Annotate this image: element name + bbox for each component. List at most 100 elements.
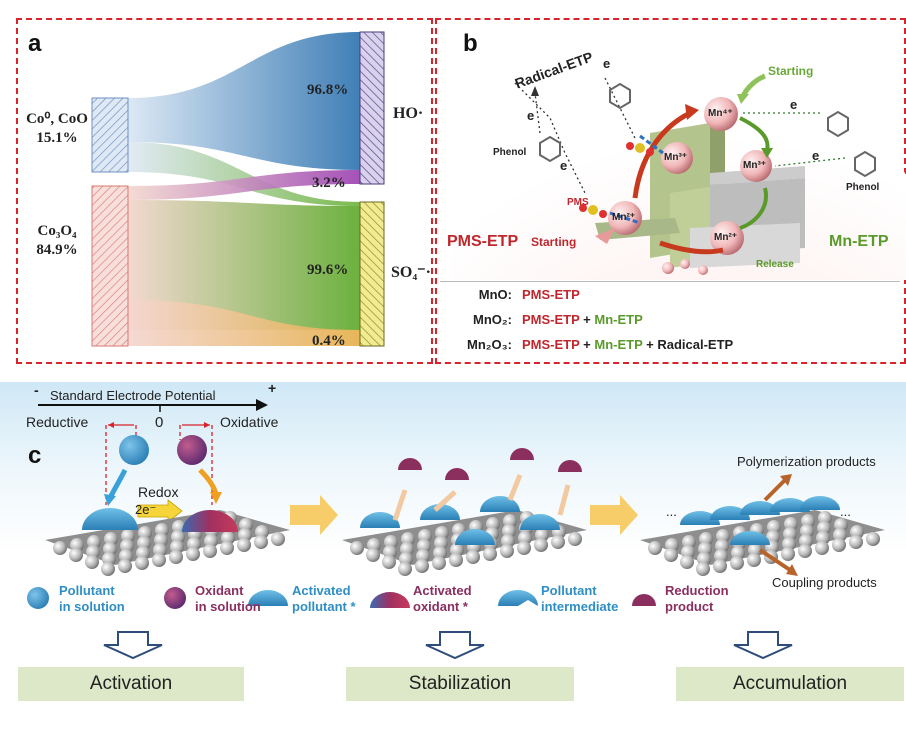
surface-atom	[648, 541, 662, 555]
surface-atom	[237, 538, 251, 552]
surface-atom	[713, 559, 727, 573]
etp-mno2-3: Mn-ETP	[594, 312, 643, 327]
label-pms: PMS	[567, 197, 589, 208]
etp-row-mno2: MnO₂: PMS-ETP + Mn-ETP	[440, 312, 880, 332]
label-e-4: e	[790, 97, 798, 112]
surface-atom	[517, 541, 531, 555]
label-co-coo-pct: 15.1%	[36, 130, 78, 146]
legend-icon-reduction	[632, 594, 656, 606]
label-release: Release	[756, 259, 794, 270]
legend-pollutant-l2: in solution	[59, 599, 125, 614]
panel-a-frame	[16, 18, 433, 364]
surface-atom	[271, 532, 285, 546]
axis-title: Standard Electrode Potential	[50, 388, 216, 403]
legend-oxidant-l1: Oxidant	[195, 583, 244, 598]
legend-icon-activated-oxidant	[370, 592, 410, 608]
etp-mn2o3-2: +	[579, 337, 595, 352]
surface-atom	[568, 532, 582, 546]
surface-atom	[466, 550, 480, 564]
surface-atom	[203, 544, 217, 558]
label-e-2: e	[603, 56, 611, 71]
label-so4: SO₄⁻·	[391, 264, 431, 281]
axis-zero: 0	[155, 414, 164, 431]
label-polymerization: Polymerization products	[737, 454, 876, 469]
panel-a-letter: a	[28, 30, 42, 57]
surface-atom	[366, 548, 380, 562]
surface-atom	[152, 553, 166, 567]
flow-co3o4-to-so4	[128, 200, 360, 330]
legend-icon-oxidant	[164, 587, 186, 609]
mn4-ion	[704, 97, 738, 131]
label-mn-etp: Mn-ETP	[829, 233, 889, 250]
legend-activated-pollutant-l2: pollutant *	[292, 599, 356, 614]
label-redox: Redox	[138, 484, 179, 500]
etp-mno2-2: +	[579, 312, 595, 327]
node-so4	[359, 201, 385, 347]
surface-atom	[696, 562, 710, 576]
flow-co3o4-to-ho	[128, 170, 360, 200]
down-arrow-2	[425, 631, 485, 660]
surface-atom	[53, 541, 67, 555]
label-co3o4-name: Co₃O₄	[37, 223, 77, 239]
pollutant-solution-ball	[119, 435, 149, 465]
surface-atom	[398, 562, 412, 576]
flow-pct-1: 96.8%	[307, 82, 349, 98]
legend-activated-oxidant-l2: oxidant *	[413, 599, 468, 614]
etp-mn2o3-1: PMS-ETP	[522, 337, 580, 352]
legend-intermediate-l1: Pollutant	[541, 583, 597, 598]
flow-pct-4: 0.4%	[312, 333, 346, 349]
activated-oxidant-1	[182, 510, 238, 532]
label-starting-top: Starting	[768, 64, 814, 78]
potential-axis	[27, 399, 885, 660]
oxidant-solution-ball	[177, 435, 207, 465]
label-pms-etp: PMS-ETP	[447, 233, 519, 250]
label-e-1: e	[527, 108, 535, 123]
legend-reduction-l2: product	[665, 599, 714, 614]
surface-atom	[832, 538, 846, 552]
label-ho: HO·	[393, 105, 424, 122]
flow-co-to-so4	[128, 142, 360, 206]
surface-atom	[534, 538, 548, 552]
axis-minus: -	[34, 382, 39, 398]
ellipsis-left: ...	[666, 504, 677, 519]
surface-atom	[730, 556, 744, 570]
surface-atom	[415, 559, 429, 573]
mn3-ion-b	[740, 150, 772, 182]
label-co-coo: Co⁰, CoO 15.1%	[20, 110, 94, 148]
surface-atom	[798, 544, 812, 558]
surface-atom	[169, 550, 183, 564]
label-co3o4: Co₃O₄ 84.9%	[20, 222, 94, 260]
node-co3o4	[91, 185, 129, 347]
etp-row-mno: MnO: PMS-ETP	[440, 287, 880, 307]
flow-co3o4-to-so4-small	[128, 300, 360, 346]
label-phenol-left: Phenol	[493, 147, 527, 158]
legend-activated-pollutant-l1: Activated	[292, 583, 351, 598]
mn2-label-a: Mn²⁺	[612, 212, 636, 223]
label-e-3: e	[560, 158, 568, 173]
flow-pct-3: 99.6%	[307, 262, 349, 278]
surface-atom	[500, 544, 514, 558]
stage-arrow-2	[590, 495, 638, 535]
stage-accumulation: Accumulation	[676, 667, 904, 701]
mn2-label-b: Mn²⁺	[714, 232, 738, 243]
oxide-mn2o3: Mn₂O₃:	[467, 337, 512, 352]
panel-c-letter: c	[28, 442, 42, 469]
panel-b-divider	[440, 281, 900, 282]
surface-atom	[664, 548, 678, 562]
surface-atom	[101, 562, 115, 576]
legend-activated-oxidant: Activated oxidant *	[413, 583, 472, 615]
surface-atom	[85, 555, 99, 569]
stage-activation: Activation	[18, 667, 244, 701]
mn3-ion-a	[661, 142, 693, 174]
legend-oxidant-l2: in solution	[195, 599, 261, 614]
label-co-coo-name: Co⁰, CoO	[26, 111, 88, 127]
legend-pollutant-l1: Pollutant	[59, 583, 115, 598]
legend-activated-pollutant: Activated pollutant *	[292, 583, 356, 615]
label-2e: 2e⁻	[135, 502, 157, 517]
legend-pollutant: Pollutant in solution	[59, 583, 125, 615]
surface-atom	[866, 532, 880, 546]
stage-stabilization: Stabilization	[346, 667, 574, 701]
mn2-ion-a	[608, 201, 642, 235]
legend-oxidant: Oxidant in solution	[195, 583, 261, 615]
legend-activated-oxidant-l1: Activated	[413, 583, 472, 598]
